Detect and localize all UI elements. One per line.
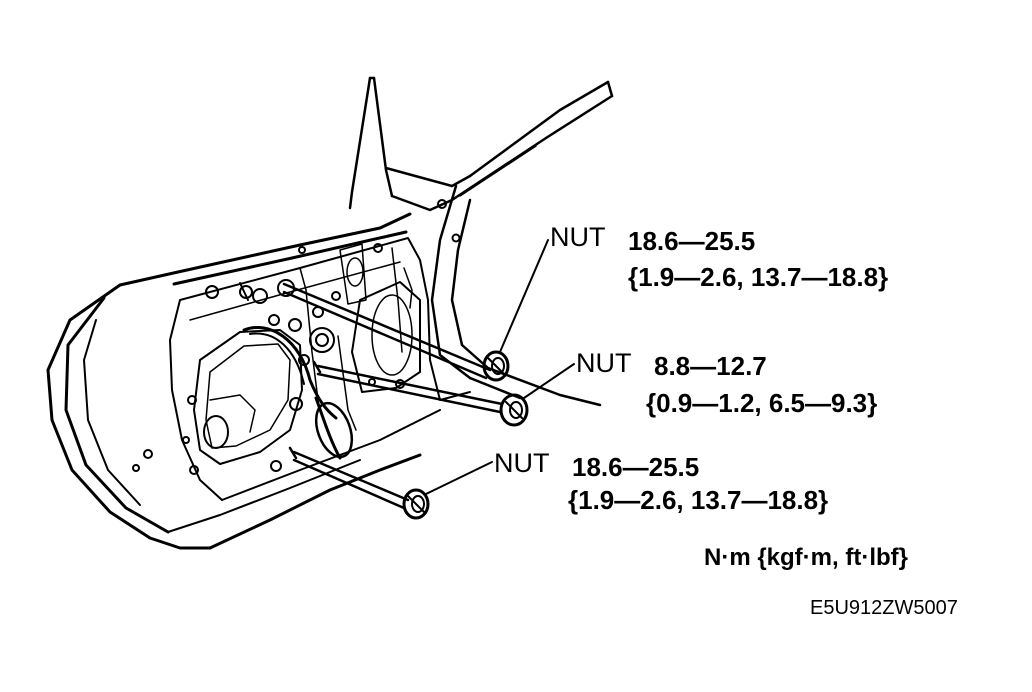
torque-alt-lower: {1.9—2.6, 13.7—18.8} (568, 485, 829, 515)
panel-holes (132, 243, 405, 475)
torque-nm-middle: 8.8—12.7 (654, 351, 767, 381)
torque-nm-upper: 18.6—25.5 (628, 226, 756, 256)
figure-code: E5U912ZW5007 (810, 597, 958, 619)
access-openings (193, 243, 421, 465)
torque-nm-lower: 18.6—25.5 (572, 452, 700, 482)
door-outer-panel (46, 212, 422, 550)
nut-icon (499, 393, 529, 427)
nut-icon (482, 350, 510, 382)
nut-label-upper: NUT (550, 222, 606, 252)
nut-label-lower: NUT (494, 448, 550, 478)
mounting-studs (282, 282, 504, 510)
torque-alt-upper: {1.9—2.6, 13.7—18.8} (628, 262, 889, 292)
torque-alt-middle: {0.9—1.2, 6.5—9.3} (646, 388, 878, 418)
units-legend: N·m {kgf·m, ft·lbf} (704, 544, 908, 571)
mirror-harness (242, 325, 354, 460)
leader-lines (425, 239, 575, 495)
nut-label-middle: NUT (576, 348, 632, 378)
nut-icon (402, 488, 430, 520)
